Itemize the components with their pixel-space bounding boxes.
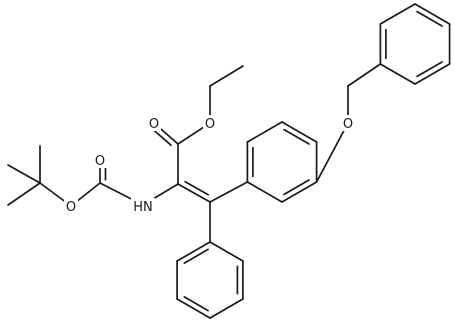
atom-label-layer: O O O O O HN — [64, 115, 355, 215]
phenyl-benzyl-bond-3 — [379, 63, 416, 85]
bond-ch2-phenyl — [347, 63, 382, 87]
bond-ester-carbonyl-second — [152, 129, 172, 147]
atom-label-o-carbonyl-ester-text: O — [149, 117, 159, 132]
phenyl-bottom-bond-0 — [209, 241, 244, 262]
bond-aryl-o — [315, 122, 349, 183]
bond-beta-aryl — [209, 181, 249, 203]
phenyl-benzyl-bond-2 — [414, 63, 451, 85]
phenyl-benzyl-bond-5 — [379, 3, 416, 25]
bond-tbutyl-me2 — [7, 164, 41, 184]
bond-ethyl-ch2-ch3 — [209, 65, 244, 87]
atom-label-n-amide-text: HN — [133, 200, 153, 215]
phenyl-benzyl-bond-0 — [414, 3, 451, 25]
atom-label-o-ester-text: O — [205, 117, 215, 132]
atom-label-o-boc-text: O — [66, 200, 76, 215]
phenyl-bottom-bond-5-second — [183, 248, 209, 264]
phenyl-bottom-bond-2 — [209, 298, 244, 319]
phenyl-para-bond-2 — [281, 181, 318, 203]
bond-alkene-second — [184, 180, 210, 196]
bond-tbutyl-me3 — [7, 182, 41, 206]
phenyl-bottom-bond-5 — [176, 241, 211, 262]
phenyl-para-bond-0 — [281, 121, 318, 143]
bond-layer — [7, 3, 451, 319]
bond-alkene — [177, 183, 211, 203]
atom-label-o-ether: O — [341, 115, 355, 132]
phenyl-para-bond-3 — [246, 181, 283, 203]
atom-label-n-amide: HN — [131, 198, 155, 215]
phenyl-para-bond-0-second — [283, 128, 310, 145]
phenyl-benzyl-bond-2-second — [416, 61, 443, 78]
phenyl-bottom-bond-3-second — [183, 296, 209, 312]
phenyl-benzyl-bond-0-second — [416, 10, 443, 27]
atom-label-o-ester: O — [203, 115, 217, 132]
atom-label-o-ether-text: O — [343, 117, 353, 132]
atom-label-o-boc: O — [64, 198, 78, 215]
atom-label-o-carbonyl-boc-text: O — [95, 154, 105, 169]
phenyl-bottom-bond-3 — [176, 298, 211, 319]
atom-label-o-carbonyl-boc: O — [93, 152, 107, 169]
phenyl-para-bond-5 — [246, 121, 283, 143]
atom-label-o-carbonyl-ester: O — [147, 115, 161, 132]
phenyl-para-bond-2-second — [283, 179, 310, 196]
